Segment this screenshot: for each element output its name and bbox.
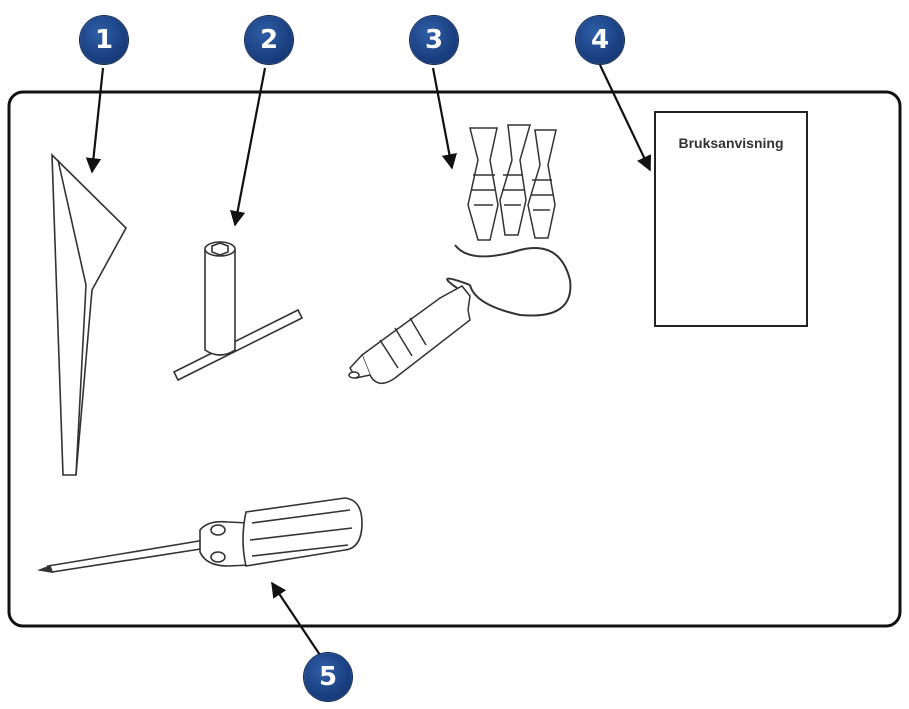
callout-badge-2: 2 [245, 16, 293, 64]
screwdriver-illustration [37, 497, 363, 574]
arrow-1 [85, 67, 105, 174]
manual-title: Bruksanvisning [678, 135, 784, 151]
clamp-middle [499, 124, 531, 236]
callout-badge-3: 3 [410, 16, 458, 64]
arrow-4 [599, 64, 651, 172]
clamp-left [467, 127, 499, 241]
t-wrench-illustration [172, 241, 304, 382]
kit-box-outline [7, 90, 902, 628]
user-manual: Bruksanvisning [654, 111, 808, 327]
callout-badge-4: 4 [576, 16, 624, 64]
callout-arrows [85, 64, 651, 656]
arrow-3 [431, 67, 457, 170]
funnel-illustration [51, 153, 127, 476]
arrow-5 [271, 581, 321, 656]
charger-cable-illustration [348, 124, 572, 384]
clamp-right [527, 129, 557, 239]
arrow-2 [230, 67, 267, 227]
lighter-plug [348, 285, 471, 384]
callout-badge-5: 5 [304, 653, 352, 701]
callout-badge-1: 1 [80, 16, 128, 64]
